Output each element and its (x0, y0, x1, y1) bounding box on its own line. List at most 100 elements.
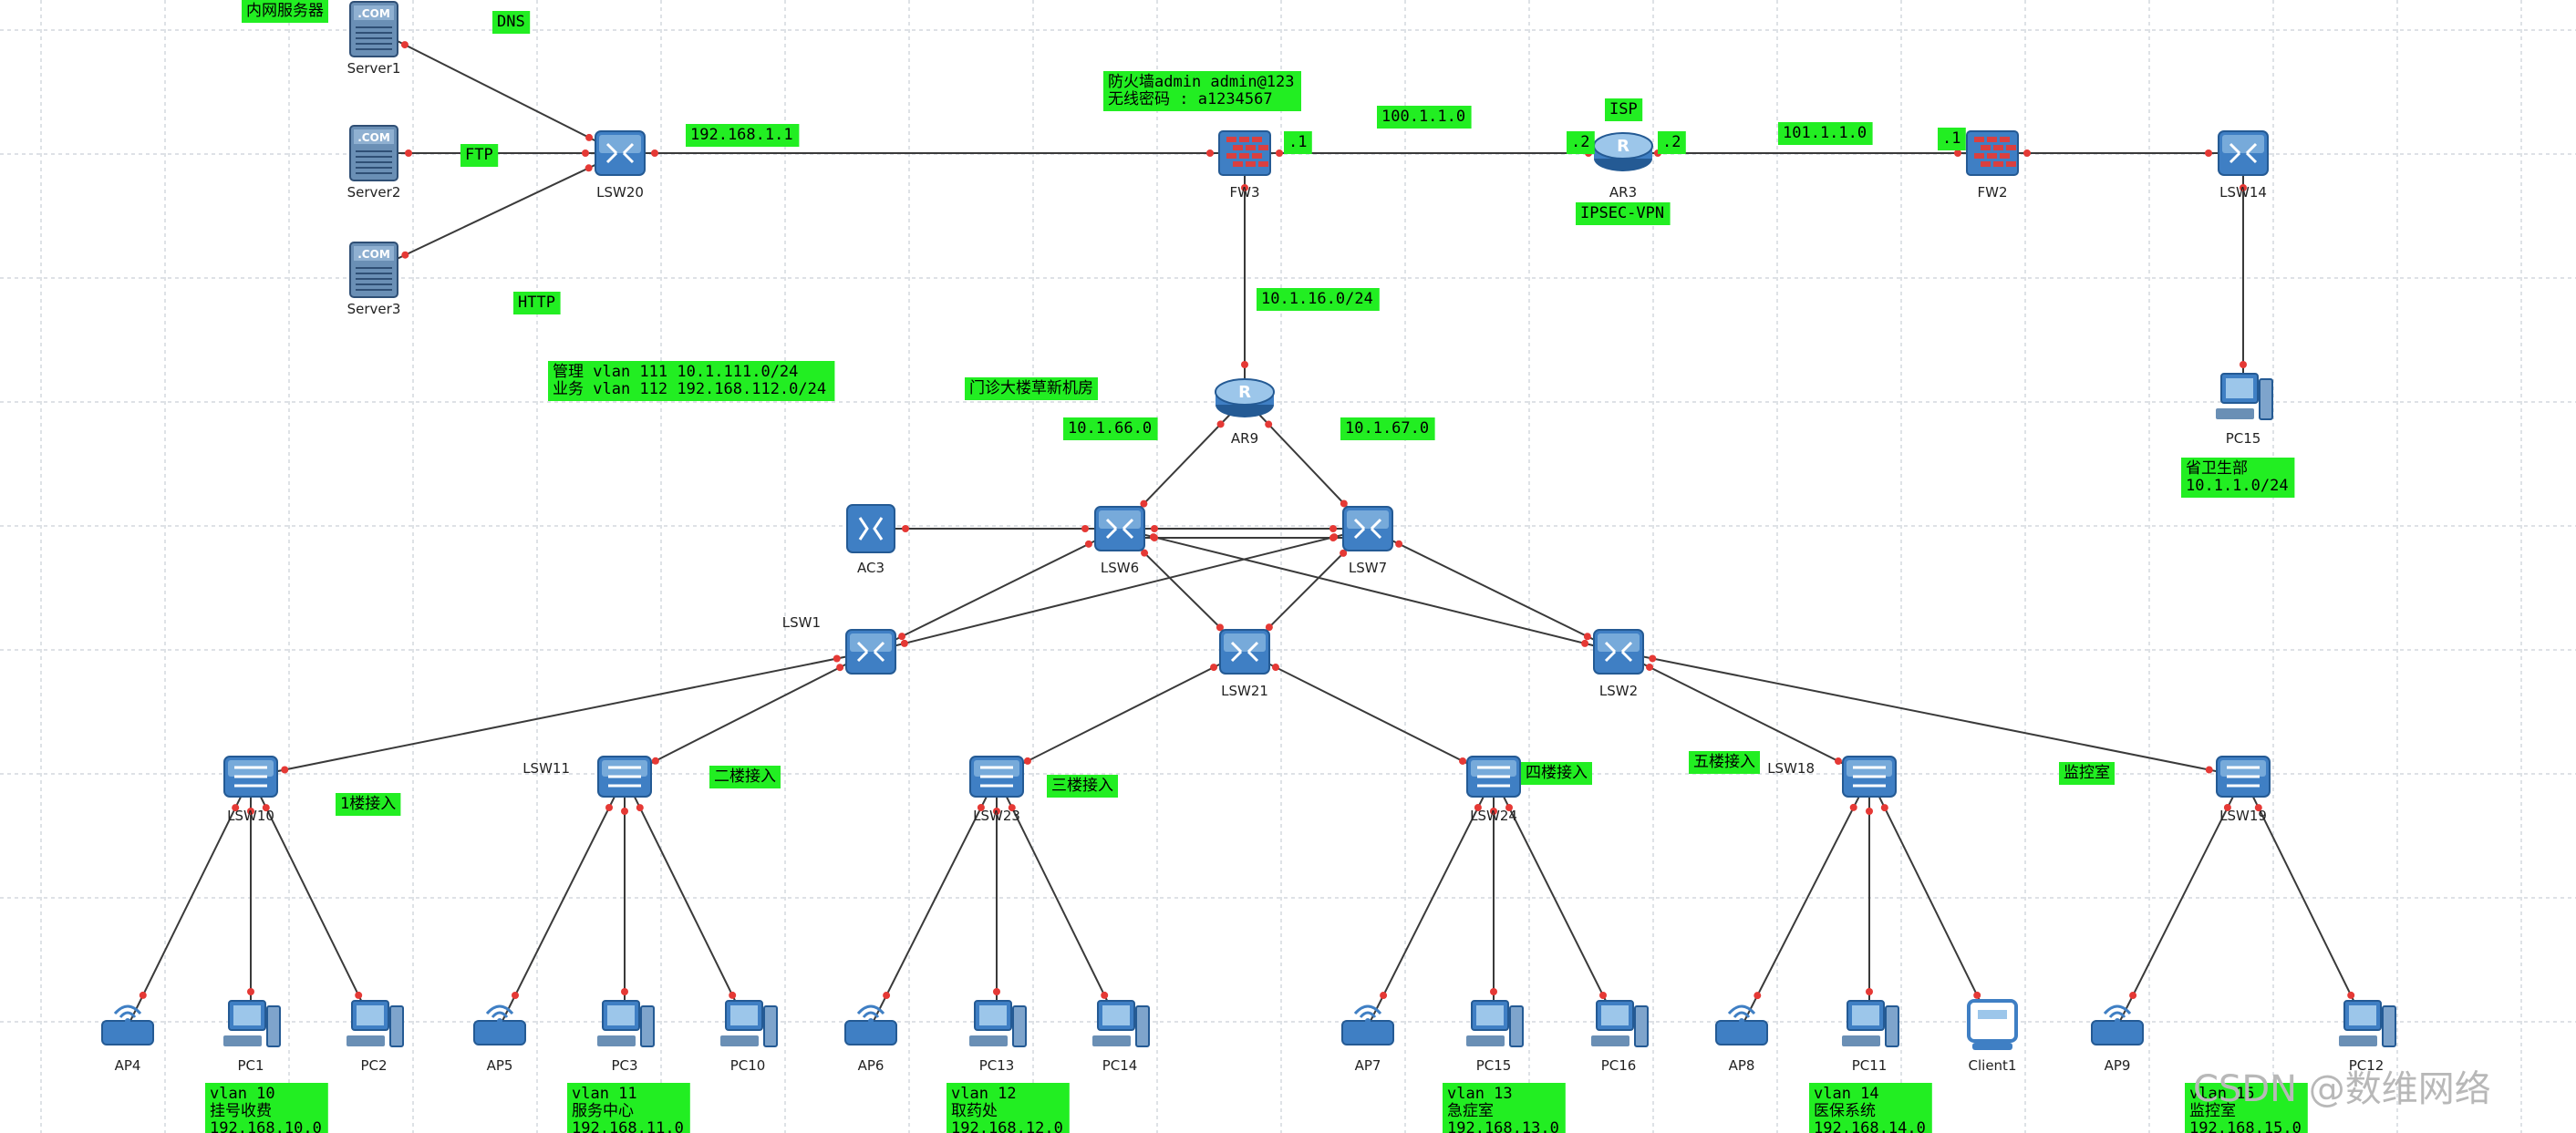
l3switch-device-lsw20[interactable]: LSW20 (595, 130, 646, 201)
port-marker (1581, 639, 1589, 647)
link-LSW18-Client1[interactable] (1868, 776, 1993, 1027)
link-LSW10-PC2[interactable] (250, 776, 375, 1027)
pc-device-pc10[interactable]: PC10 (720, 1000, 778, 1074)
link-Server3-LSW20[interactable] (373, 152, 621, 271)
watermark-text: CSDN @数维网络 (2193, 1068, 2491, 1110)
link-LSW23-AP6[interactable] (870, 776, 998, 1027)
l2switch-device-lsw23[interactable]: LSW23 (969, 756, 1024, 824)
link-LSW19-PC12[interactable] (2242, 776, 2367, 1027)
device-label: AP7 (1355, 1057, 1381, 1074)
l2switch-device-lsw10[interactable]: LSW10 (223, 756, 278, 824)
link-LSW24-AP7[interactable] (1367, 776, 1495, 1027)
link-LSW1-LSW11[interactable] (624, 651, 872, 778)
l3switch-device-lsw14[interactable]: LSW14 (2218, 130, 2269, 201)
annotation-text: 门诊大楼草新机房 (969, 379, 1093, 397)
annotation-tag: 监控室 (2059, 762, 2115, 785)
annotation-text: HTTP (518, 294, 555, 312)
pc-device-pc15a[interactable]: PC15 (2216, 373, 2273, 447)
firewall-device-fw3[interactable]: FW3 (1218, 130, 1271, 201)
pc-device-pc2[interactable]: PC2 (347, 1000, 404, 1074)
l3switch-device-lsw6[interactable]: LSW6 (1094, 506, 1145, 576)
device-label: Server3 (347, 301, 401, 317)
link-LSW7-LSW2[interactable] (1367, 528, 1619, 653)
port-marker (1380, 992, 1388, 1000)
annotation-background (1257, 288, 1380, 311)
pc-device-pc14[interactable]: PC14 (1092, 1000, 1150, 1074)
l3switch-device-lsw2[interactable]: LSW2 (1593, 629, 1644, 699)
l3switch-device-lsw7[interactable]: LSW7 (1342, 506, 1393, 576)
annotation-text: 三楼接入 (1051, 777, 1113, 795)
annotation-background (567, 1083, 690, 1133)
link-LSW6-LSW2[interactable] (1119, 528, 1619, 653)
link-LSW11-PC10[interactable] (624, 776, 749, 1027)
link-LSW23-PC14[interactable] (996, 776, 1121, 1027)
link-LSW2-LSW18[interactable] (1618, 651, 1870, 778)
l3switch-icon (1342, 506, 1393, 551)
port-marker (1849, 803, 1857, 811)
annotation-tag: 二楼接入 (709, 766, 781, 788)
client-icon (1967, 999, 2018, 1050)
ap-device-ap4[interactable]: AP4 (101, 1004, 154, 1074)
link-LSW21-LSW23[interactable] (996, 651, 1246, 778)
port-marker (585, 164, 593, 172)
port-marker (262, 804, 270, 812)
pc-icon (969, 1000, 1027, 1047)
pc-device-pc11[interactable]: PC11 (1842, 1000, 1899, 1074)
l2switch-device-lsw18[interactable]: LSW18 (1767, 756, 1897, 798)
annotation-background (1047, 775, 1118, 798)
ap-device-ap6[interactable]: AP6 (844, 1004, 897, 1074)
firewall-device-fw2[interactable]: FW2 (1966, 130, 2019, 201)
link-LSW21-LSW24[interactable] (1244, 651, 1495, 778)
pc-device-pc16[interactable]: PC16 (1591, 1000, 1649, 1074)
l2switch-device-lsw11[interactable]: LSW11 (522, 756, 652, 798)
annotation-background (1521, 762, 1592, 785)
annotation-tag: 192.168.1.1 (686, 124, 800, 147)
ap-device-ap5[interactable]: AP5 (473, 1004, 526, 1074)
link-LSW19-AP9[interactable] (2116, 776, 2244, 1027)
link-LSW11-AP5[interactable] (499, 776, 626, 1027)
port-marker (621, 808, 628, 815)
client-device-client1[interactable]: Client1 (1967, 999, 2018, 1074)
svg-text:R: R (1617, 137, 1629, 156)
annotation-tag: .1 (1938, 128, 1966, 150)
device-label: PC16 (1601, 1057, 1637, 1074)
pc-device-pc15b[interactable]: PC15 (1466, 1000, 1524, 1074)
port-marker (621, 988, 628, 995)
link-LSW24-PC16[interactable] (1493, 776, 1619, 1027)
link-Server1-LSW20[interactable] (373, 28, 621, 154)
annotation-background (947, 1083, 1070, 1133)
ap-device-ap9[interactable]: AP9 (2091, 1004, 2144, 1074)
link-LSW10-AP4[interactable] (127, 776, 252, 1027)
pc-device-pc3[interactable]: PC3 (597, 1000, 655, 1074)
l3switch-device-lsw21[interactable]: LSW21 (1219, 629, 1270, 699)
device-label: FW3 (1229, 184, 1259, 201)
link-LSW2-LSW19[interactable] (1618, 651, 2244, 778)
pc-device-pc1[interactable]: PC1 (223, 1000, 281, 1074)
annotation-text: 10.1.16.0/24 (1261, 290, 1373, 308)
link-LSW6-LSW1[interactable] (870, 528, 1121, 653)
ap-device-ap7[interactable]: AP7 (1341, 1004, 1394, 1074)
pc-device-pc12[interactable]: PC12 (2339, 1000, 2396, 1074)
annotation-tag: 三楼接入 (1047, 775, 1118, 798)
device-label: PC12 (2349, 1057, 2385, 1074)
pc-device-pc13[interactable]: PC13 (969, 1000, 1027, 1074)
annotation-text: .1 (1942, 129, 1960, 148)
ap-device-ap8[interactable]: AP8 (1715, 1004, 1768, 1074)
ac-device-ac3[interactable]: AC3 (846, 504, 895, 576)
link-LSW7-LSW1[interactable] (870, 528, 1369, 653)
l2switch-device-lsw24[interactable]: LSW24 (1466, 756, 1521, 824)
link-LSW18-AP8[interactable] (1741, 776, 1870, 1027)
annotation-text: 取药处 (951, 1102, 998, 1120)
link-LSW1-LSW10[interactable] (250, 651, 872, 778)
port-marker (139, 991, 147, 999)
annotation-background (2181, 458, 2295, 498)
l3switch-device-lsw1[interactable]: LSW1 (782, 614, 896, 675)
l2switch-device-lsw19[interactable]: LSW19 (2216, 756, 2271, 824)
